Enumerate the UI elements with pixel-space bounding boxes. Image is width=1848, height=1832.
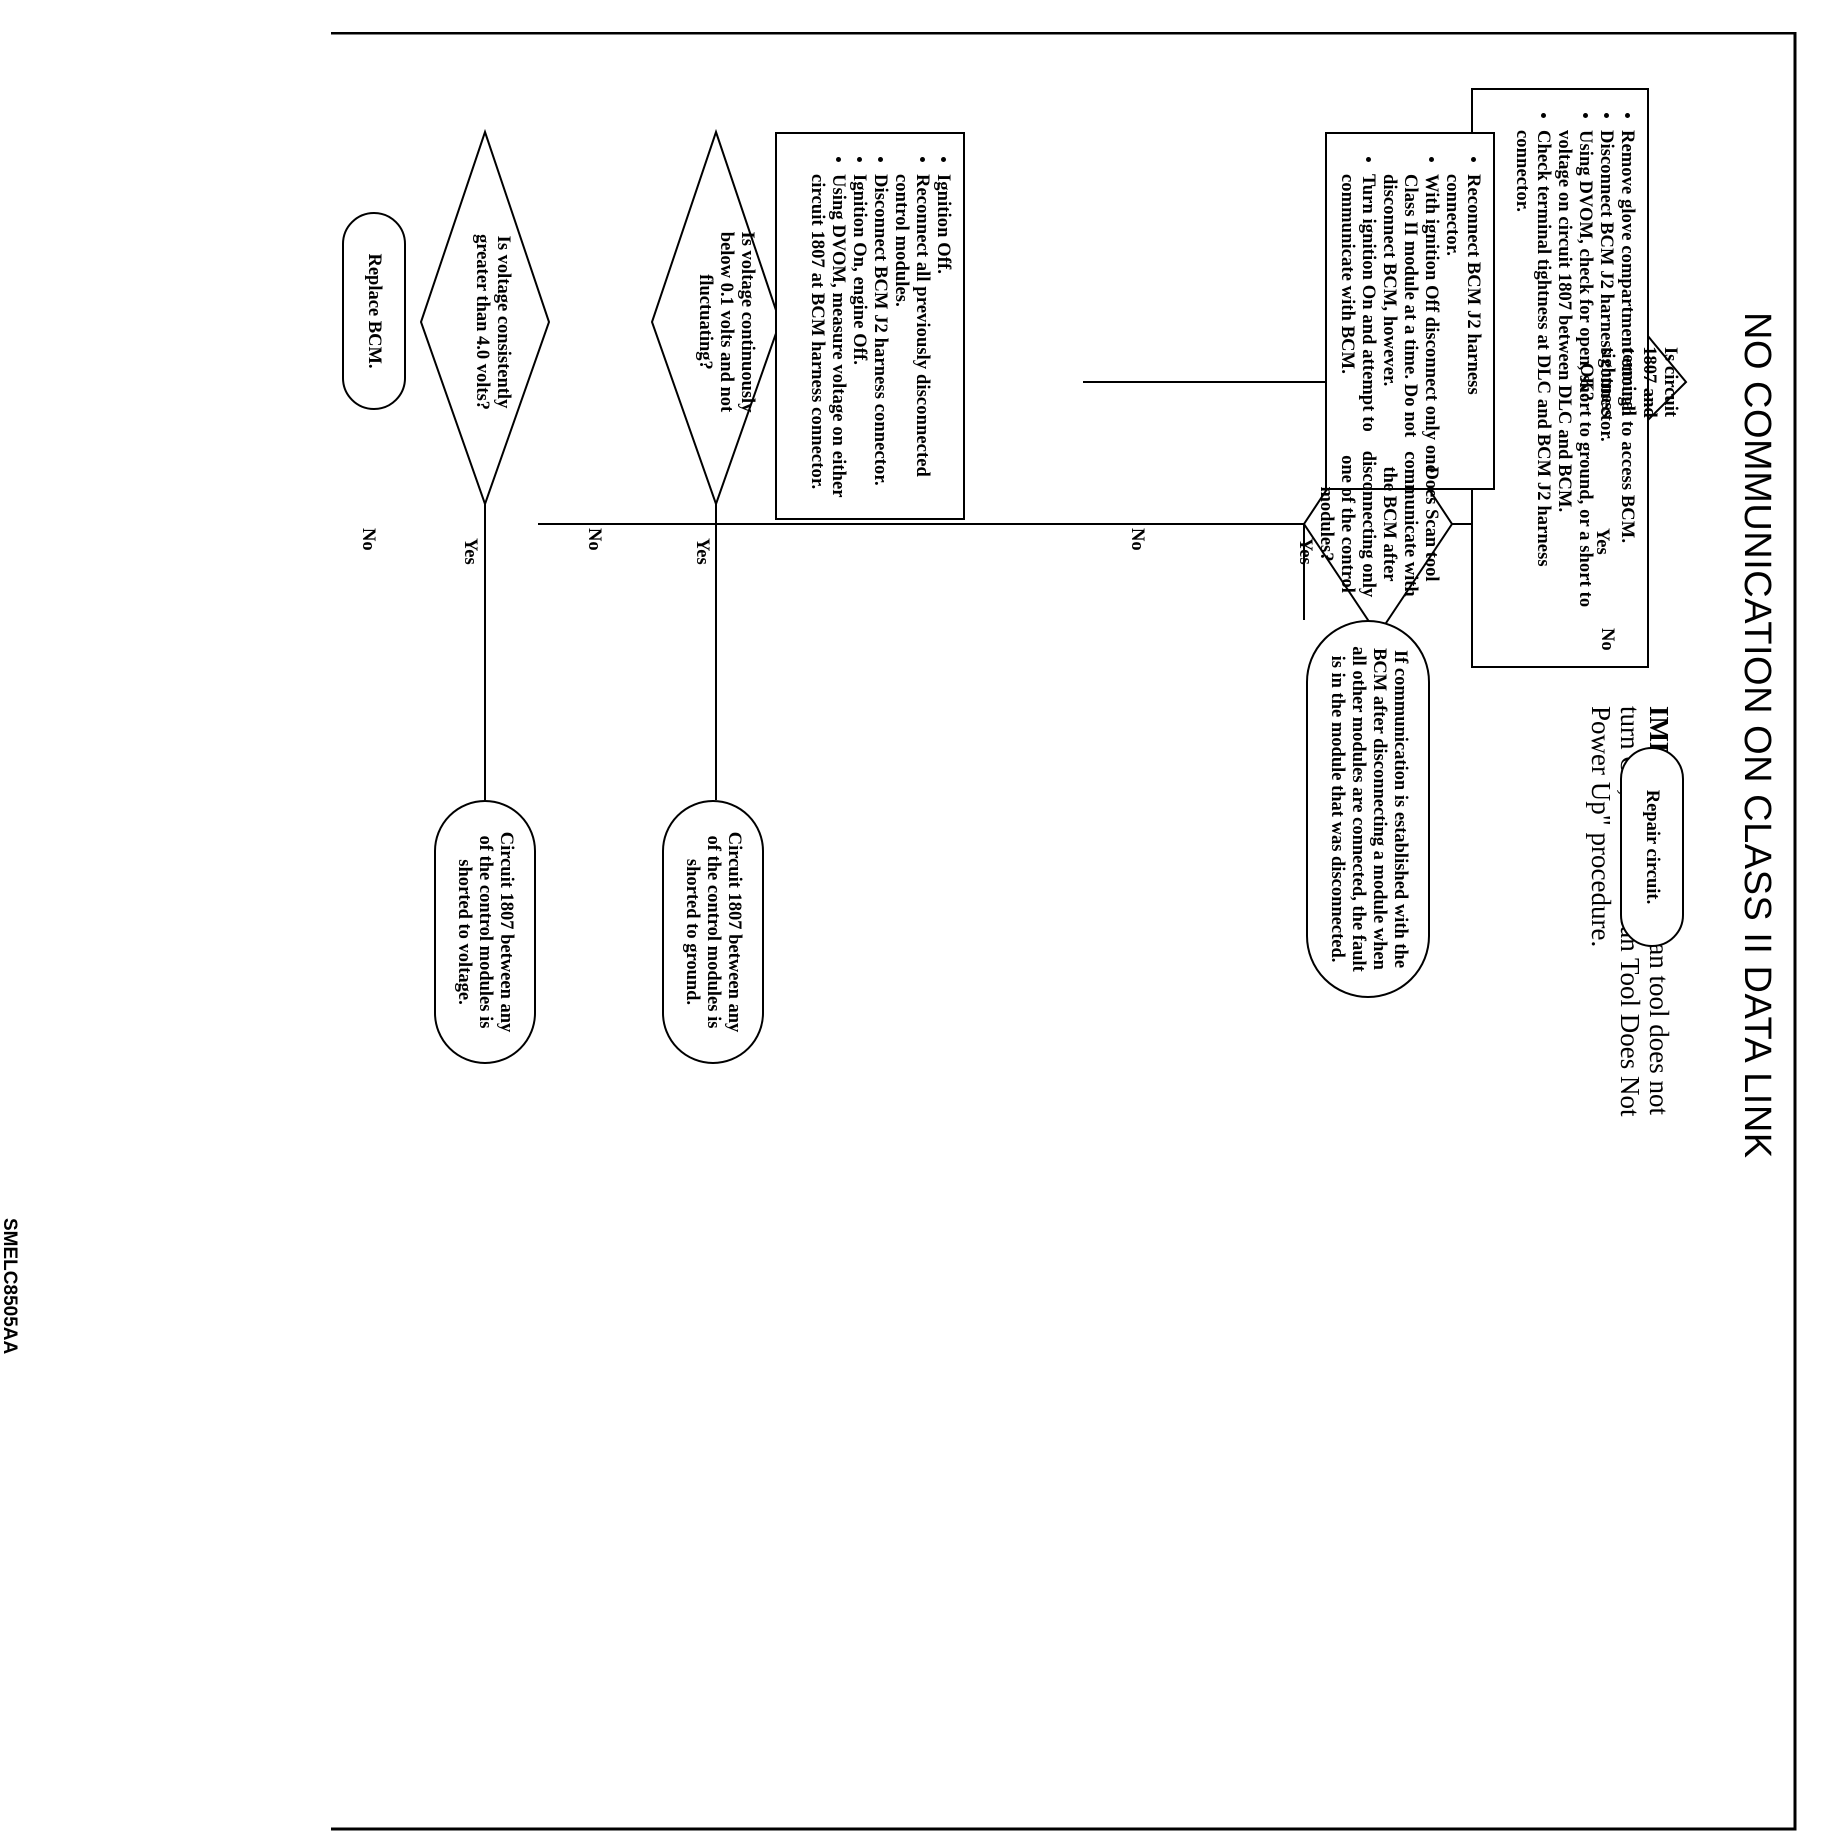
step-item: Check terminal tightness at DLC and BCM … — [1511, 130, 1553, 652]
label-yes-below: Yes — [692, 538, 712, 565]
flowchart-rotated: NO COMMUNICATION ON CLASS II DATA LINK I… — [331, 32, 1798, 1832]
result-fault-in-module: If communication is established with the… — [1306, 620, 1430, 998]
step-item: Turn ignition On and attempt to communic… — [1336, 174, 1378, 474]
decision-voltage-above: Is voltage consistently greater than 4.0… — [472, 233, 513, 411]
step-item: Reconnect all previously disconnected co… — [890, 174, 932, 504]
step-item: Reconnect BCM J2 harness connector. — [1441, 174, 1483, 474]
label-yes-above: Yes — [460, 538, 480, 565]
step-item: Using DVOM, measure voltage on either ci… — [806, 174, 848, 504]
result-replace-bcm: Replace BCM. — [342, 212, 406, 410]
drawing-code: SMELC8505AA — [0, 1218, 20, 1355]
result-short-to-voltage: Circuit 1807 between any of the control … — [434, 800, 536, 1064]
decision-voltage-below: Is voltage continuously below 0.1 volts … — [695, 231, 758, 413]
label-no-below: No — [584, 528, 604, 551]
step-item: Ignition Off. — [932, 174, 953, 504]
decision-circuit-ok: Is circuit 1807 and terminal tightness O… — [1577, 346, 1681, 418]
label-no-above: No — [358, 528, 378, 551]
step-item: With ignition Off disconnect only one Cl… — [1378, 174, 1441, 474]
label-no-scan: No — [1127, 528, 1147, 551]
label-yes-circuit: Yes — [1592, 528, 1612, 555]
process-reconnect-isolate: Reconnect BCM J2 harness connector. With… — [1325, 132, 1495, 490]
result-repair-circuit: Repair circuit. — [1620, 747, 1684, 947]
decision-scan-communicate: Does Scan tool communicate with the BCM … — [1316, 450, 1441, 598]
step-item: Ignition On, engine Off. — [848, 174, 869, 504]
label-yes-scan: Yes — [1295, 538, 1315, 565]
label-no-circuit: No — [1597, 628, 1617, 651]
step-item: Disconnect BCM J2 harness connector. — [869, 174, 890, 504]
diagram-canvas: NO COMMUNICATION ON CLASS II DATA LINK I… — [0, 0, 1848, 1536]
process-measure-voltage: Ignition Off. Reconnect all previously d… — [775, 132, 965, 520]
page-title: NO COMMUNICATION ON CLASS II DATA LINK — [1736, 312, 1778, 1159]
result-short-to-ground: Circuit 1807 between any of the control … — [662, 800, 764, 1064]
